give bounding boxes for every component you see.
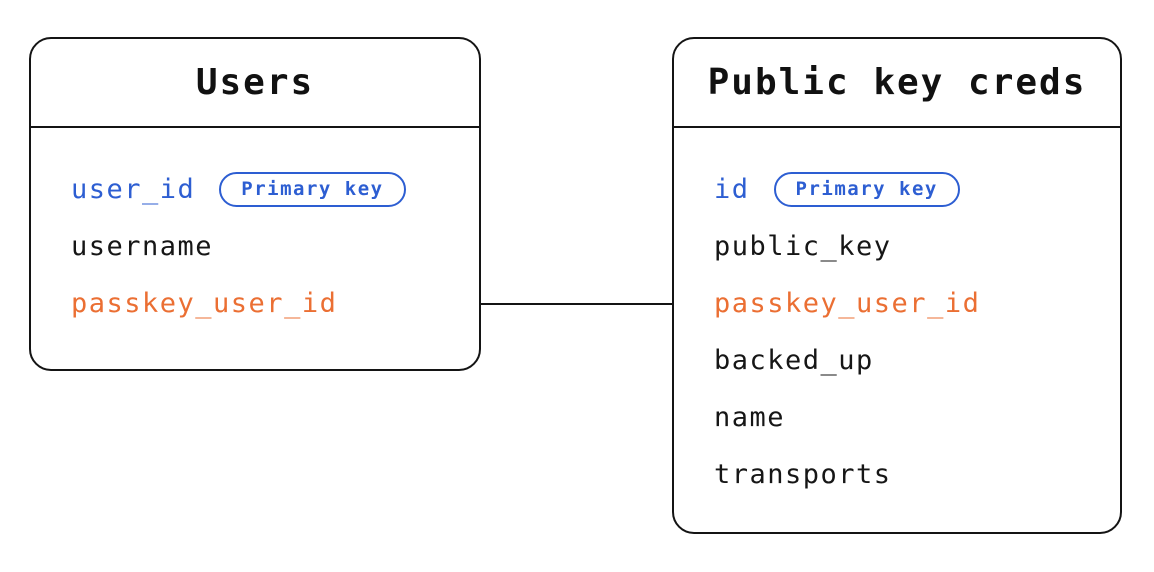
field-row-username: username	[71, 218, 479, 275]
field-row-passkey-user-id: passkey_user_id	[714, 275, 1120, 332]
primary-key-badge: Primary key	[219, 171, 406, 208]
table-public-key-creds-header: Public key creds	[674, 39, 1120, 128]
field-name-user-id: user_id	[71, 174, 196, 205]
field-name-id: id	[714, 174, 750, 205]
field-row-public-key: public_key	[714, 218, 1120, 275]
field-name-passkey-user-id: passkey_user_id	[714, 288, 981, 319]
field-name-public-key: public_key	[714, 231, 892, 262]
field-row-backed-up: backed_up	[714, 332, 1120, 389]
field-row-name: name	[714, 389, 1120, 446]
field-row-id: id Primary key	[714, 161, 1120, 218]
table-users-title: Users	[195, 62, 315, 103]
primary-key-badge: Primary key	[773, 171, 960, 208]
field-row-user-id: user_id Primary key	[71, 161, 479, 218]
table-public-key-creds-title: Public key creds	[707, 62, 1087, 103]
field-name-backed-up: backed_up	[714, 345, 874, 376]
field-row-transports: transports	[714, 446, 1120, 503]
field-row-passkey-user-id: passkey_user_id	[71, 275, 479, 332]
field-name-passkey-user-id: passkey_user_id	[71, 288, 338, 319]
table-users-header: Users	[31, 39, 479, 128]
table-public-key-creds: Public key creds id Primary key public_key…	[672, 37, 1122, 534]
relationship-connector-line	[481, 303, 672, 305]
field-name-name: name	[714, 402, 786, 433]
field-name-username: username	[71, 231, 214, 262]
field-name-transports: transports	[714, 459, 892, 490]
